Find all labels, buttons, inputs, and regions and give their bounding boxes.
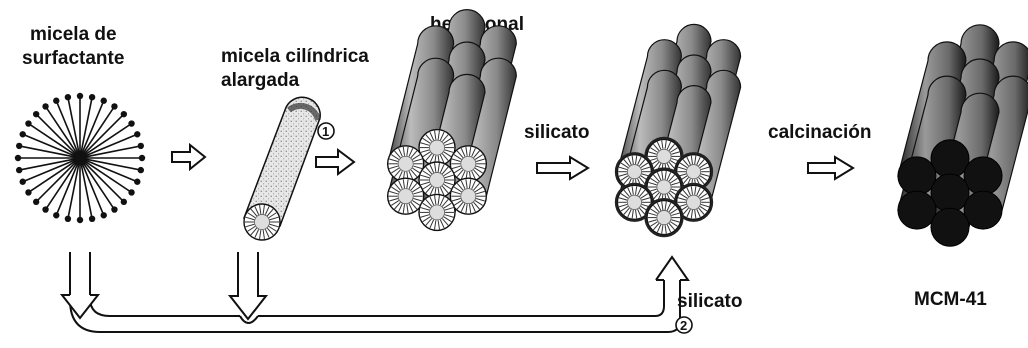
surfactant-head: [33, 199, 39, 205]
rod-end: [419, 130, 455, 166]
label-rod-line1: micela cilíndrica: [221, 46, 369, 67]
label-rod-line2: alargada: [221, 70, 300, 91]
surfactant-head: [20, 131, 26, 137]
pore-channel: [898, 191, 936, 229]
rod-end: [388, 178, 424, 214]
route-2-marker: 2: [676, 317, 692, 333]
surfactant-head: [53, 98, 59, 104]
label-mcm41: MCM-41: [914, 289, 987, 310]
surfactant-head: [77, 93, 83, 99]
arrow-hexagonal-to-silicate: [537, 157, 588, 179]
route-1-marker: 1: [318, 123, 334, 139]
surfactant-head: [42, 103, 48, 109]
surfactant-head: [25, 120, 31, 126]
pore-channel: [964, 157, 1002, 195]
label-silicate-bottom: silicato: [677, 291, 742, 312]
pore-channel: [898, 157, 936, 195]
label-silicate-top: silicato: [524, 122, 589, 143]
rod-end: [419, 194, 455, 230]
silicate-hexagonal-array: [616, 24, 741, 236]
rod-end: [450, 178, 486, 214]
surfactant-head: [25, 189, 31, 195]
surfactant-head: [89, 216, 95, 222]
surfactant-head: [128, 189, 134, 195]
surfactant-head: [53, 212, 59, 218]
surfactant-head: [89, 94, 95, 100]
rod-end: [647, 201, 681, 235]
rod-end-cap: [244, 204, 280, 240]
rod-end: [450, 146, 486, 182]
arrow-rod-to-hexagonal: [316, 150, 354, 174]
surfactant-head: [121, 111, 127, 117]
surfactant-head: [77, 217, 83, 223]
surfactant-head: [16, 143, 22, 149]
surfactant-head: [16, 167, 22, 173]
route-1-number: 1: [322, 124, 329, 139]
label-calcination: calcinación: [768, 122, 872, 143]
pore-channel: [964, 191, 1002, 229]
surfactant-head: [101, 212, 107, 218]
surfactant-head: [65, 94, 71, 100]
surfactant-head: [121, 199, 127, 205]
surfactant-head: [101, 98, 107, 104]
rod-end: [419, 162, 455, 198]
cylindrical-micelle: [244, 97, 320, 240]
surfactant-head: [134, 179, 140, 185]
arrow-calcination: [808, 157, 853, 179]
pore-channel: [931, 174, 969, 212]
pore-channel: [931, 140, 969, 178]
route-2-pathway: [62, 252, 688, 332]
surfactant-head: [65, 216, 71, 222]
route-2-number: 2: [680, 318, 687, 333]
surfactant-head: [15, 155, 21, 161]
surfactant-micelle: [15, 93, 145, 223]
mcm41-structure: [898, 25, 1028, 246]
surfactant-head: [139, 155, 145, 161]
label-micelle-line2: surfactante: [22, 48, 124, 69]
hexagonal-micelle-array: [388, 10, 517, 231]
surfactant-head: [33, 111, 39, 117]
arrow-micelle-to-rod: [172, 145, 205, 169]
label-micelle-line1: micela de: [30, 24, 117, 45]
surfactant-head: [42, 206, 48, 212]
surfactant-head: [20, 179, 26, 185]
surfactant-head: [138, 143, 144, 149]
rod-end: [388, 146, 424, 182]
surfactant-head: [134, 131, 140, 137]
pore-channel: [931, 208, 969, 246]
surfactant-head: [138, 167, 144, 173]
surfactant-head: [128, 120, 134, 126]
surfactant-head: [111, 206, 117, 212]
surfactant-head: [111, 103, 117, 109]
